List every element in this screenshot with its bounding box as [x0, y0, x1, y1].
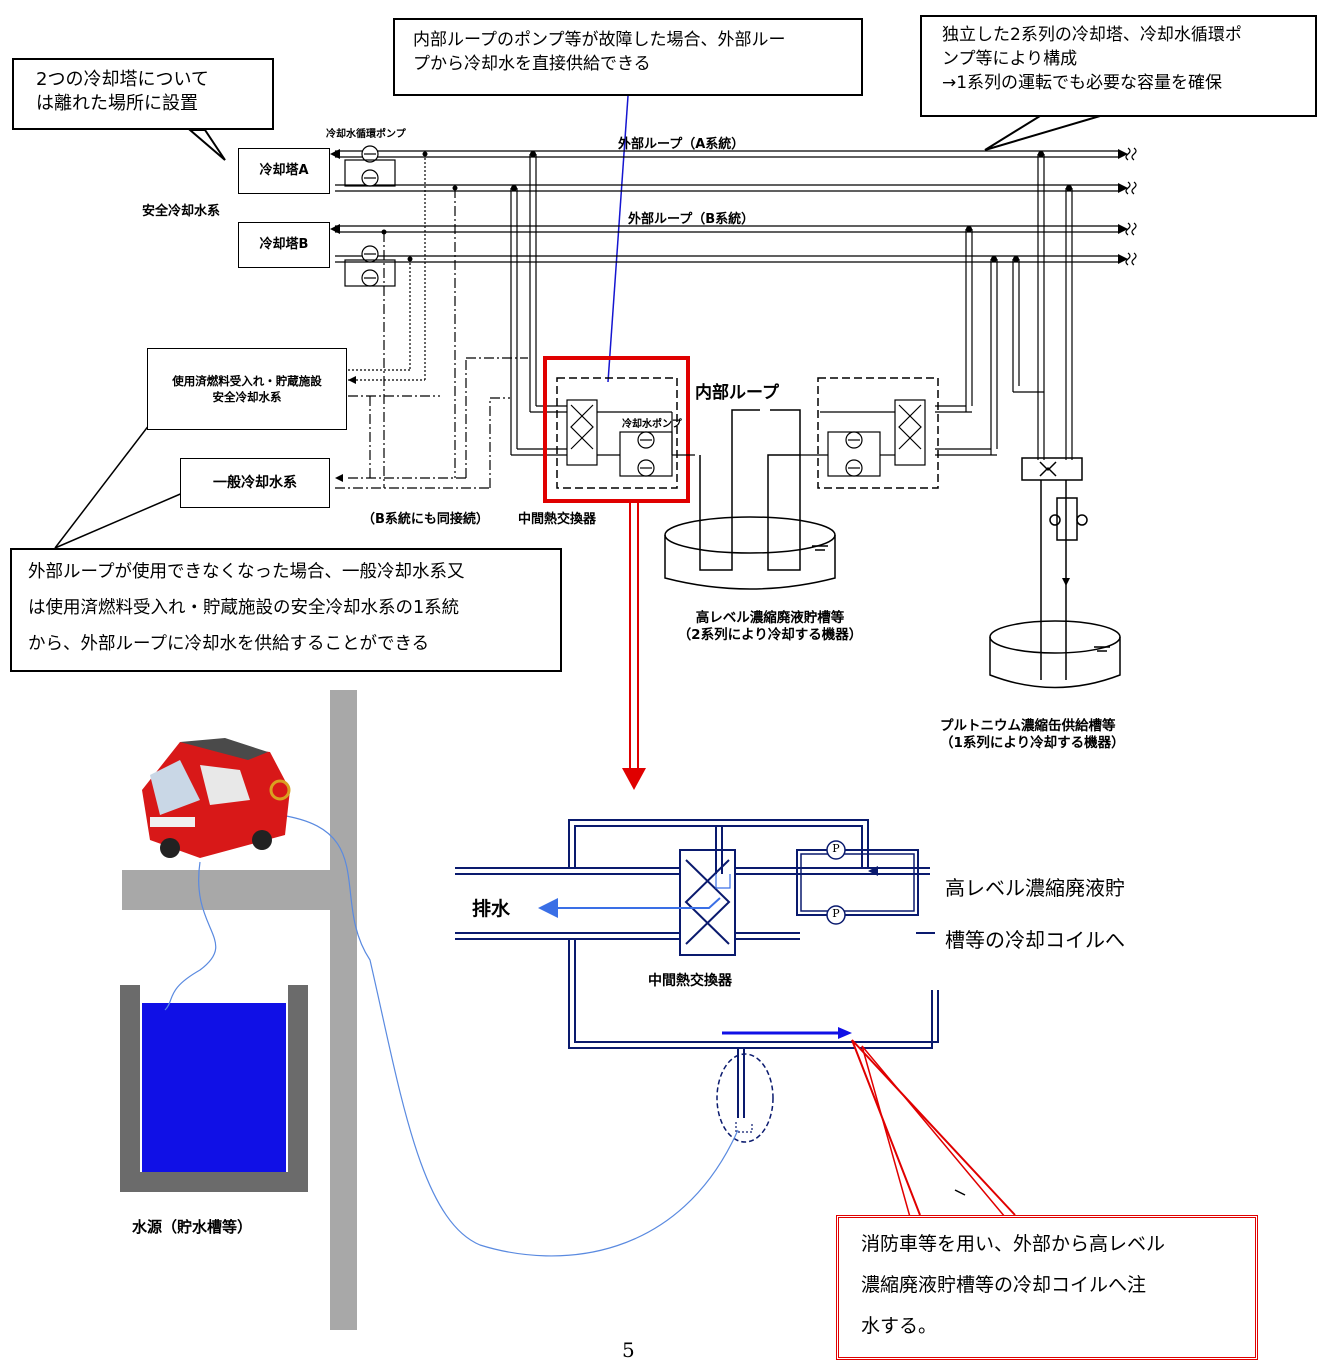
detail-diagram [455, 819, 939, 1118]
independent-callout-tail [984, 115, 1101, 151]
internal-loop-pointer [607, 95, 629, 383]
cooling-tower-callout: 2つの冷却塔について は離れた場所に設置 [12, 58, 274, 130]
spent-fuel-cooling-box: 使用済燃料受入れ・貯蔵施設 安全冷却水系 [147, 348, 347, 430]
suction-hose [164, 861, 217, 1011]
break-mark-icon [1125, 147, 1137, 266]
intermediate-hx-label: 中間熱交換器 [518, 512, 597, 527]
external-loop-a [335, 150, 1120, 192]
b-connection-label: （B系統にも同接続） [362, 512, 489, 527]
intermediate-hx-detail-label: 中間熱交換器 [648, 973, 732, 989]
pu-tank-label: プルトニウム濃縮缶供給槽等 （1系列により冷却する機器） [940, 718, 1125, 751]
red-down-arrow [622, 503, 646, 790]
fire-truck-callout: 消防車等を用い、外部から高レベル 濃縮廃液貯槽等の冷却コイルへ注 水する。 [836, 1215, 1258, 1360]
external-loss-callout: 外部ループが使用できなくなった場合、一般冷却水系又 は使用済燃料受入れ・貯蔵施設… [10, 548, 562, 672]
cooling-tower-b: 冷却塔B [238, 222, 330, 268]
highlight-box [543, 356, 690, 503]
internal-loop-label: 内部ループ [695, 383, 779, 403]
water-source-label: 水源（貯水槽等） [132, 1218, 253, 1236]
to-cooling-coil-label: 高レベル濃縮廃液貯 槽等の冷却コイルへ [945, 876, 1125, 952]
safety-cooling-label: 安全冷却水系 [142, 204, 221, 219]
external-loop-b-label: 外部ループ（B系統） [628, 212, 755, 227]
pump-symbol-lower: P [832, 907, 840, 920]
tower-callout-tail [187, 129, 226, 161]
external-loop-a-label: 外部ループ（A系統） [618, 137, 745, 152]
hose [279, 814, 739, 1257]
water-tank-icon [120, 985, 308, 1192]
cw-pump-label: 冷却水ポンプ [622, 419, 682, 430]
hlw-tank-label: 高レベル濃縮廃液貯槽等 （2系列により冷却する機器） [677, 610, 863, 643]
fire-truck-icon [142, 738, 291, 858]
internal-loop-callout: 内部ループのポンプ等が故障した場合、外部ルー プから冷却水を直接供給できる [393, 18, 863, 96]
external-loop-b [335, 225, 1120, 263]
circulation-pump-label: 冷却水循環ポンプ [326, 129, 406, 140]
page-number: 5 [622, 1338, 635, 1362]
general-cooling-box: 一般冷却水系 [180, 458, 330, 508]
drain-label: 排水 [472, 898, 511, 920]
cooling-tower-a: 冷却塔A [238, 148, 330, 194]
independent-systems-callout: 独立した2系列の冷却塔、冷却水循環ポ ンプ等により構成 →1系列の運転でも必要な… [920, 15, 1317, 117]
pump-symbol-upper: P [832, 842, 840, 855]
wall [330, 690, 357, 1330]
